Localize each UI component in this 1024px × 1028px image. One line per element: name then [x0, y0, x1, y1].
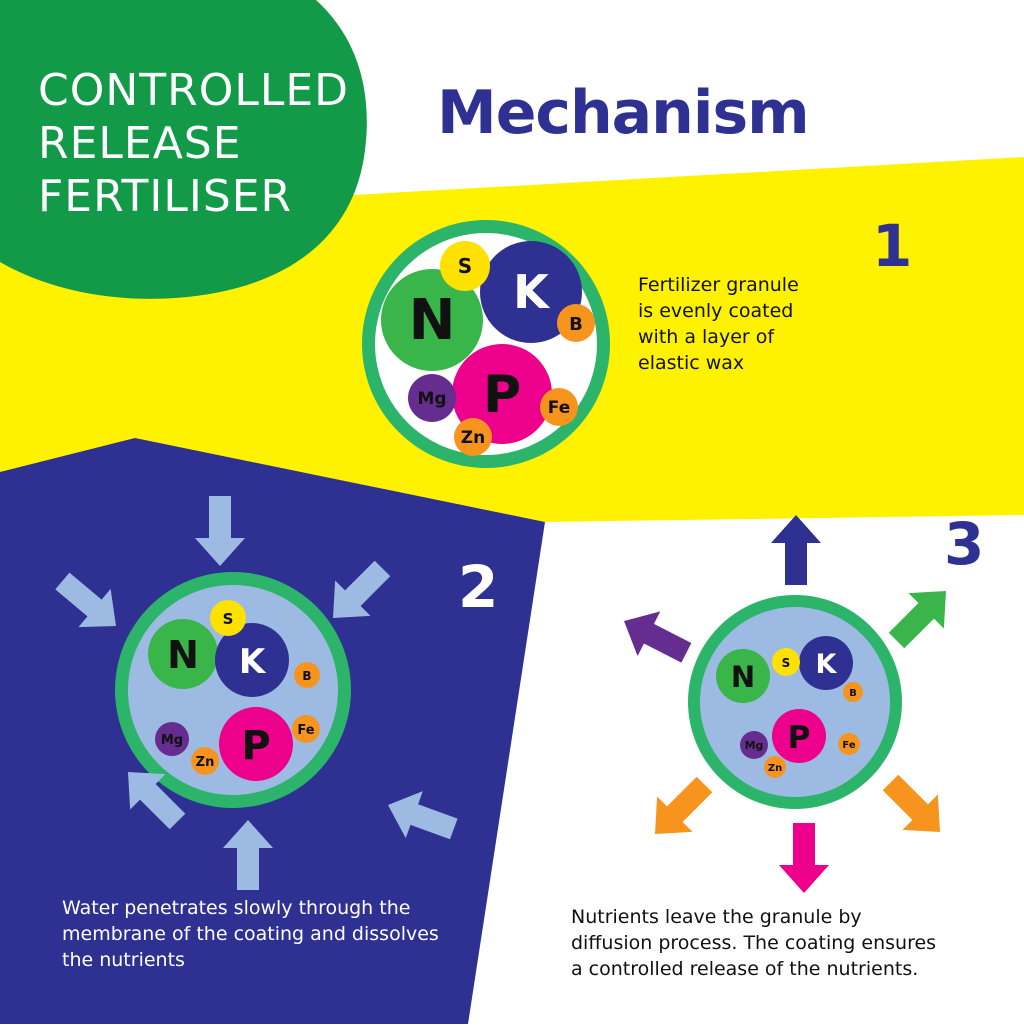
- nutrient-s: [772, 648, 800, 676]
- step-1-line-1: Fertilizer granule: [638, 274, 799, 296]
- nutrient-mg-label: Mg: [161, 733, 183, 748]
- step-1-line-3: with a layer of: [638, 326, 775, 348]
- nutrient-mg-label: Mg: [745, 739, 764, 752]
- nutrient-mg: [155, 722, 189, 756]
- arrow-outward-icon: [771, 515, 821, 585]
- nutrient-mg: [740, 731, 768, 759]
- nutrient-fe-label: Fe: [842, 740, 855, 751]
- arrow-inward-icon: [195, 496, 245, 566]
- nutrient-p: [772, 709, 826, 763]
- arrow-outward-icon: [655, 776, 713, 834]
- step-1-description: Fertilizer granule is evenly coated with…: [638, 272, 799, 376]
- arrow-outward-icon: [882, 774, 940, 832]
- nutrient-k: [799, 636, 853, 690]
- nutrient-p: [219, 707, 293, 781]
- title: CONTROLLED RELEASE FERTILISER: [38, 64, 349, 223]
- title-line-3: FERTILISER: [38, 171, 293, 222]
- nutrient-fe: [292, 715, 320, 743]
- arrow-outward-icon: [779, 823, 829, 893]
- nutrient-n-label: N: [409, 288, 456, 353]
- nutrient-n: [716, 649, 770, 703]
- nutrient-k-label: K: [239, 642, 267, 682]
- step-2-description: Water penetrates slowly through the memb…: [62, 895, 439, 973]
- nutrient-fe: [838, 733, 860, 755]
- step-3-description: Nutrients leave the granule by diffusion…: [571, 904, 936, 982]
- arrow-outward-icon: [624, 611, 692, 663]
- step-1-line-4: elastic wax: [638, 352, 745, 374]
- nutrient-s-label: S: [223, 610, 234, 628]
- nutrient-b: [294, 662, 320, 688]
- arrow-inward-icon-group: [55, 496, 458, 890]
- nutrient-zn: [191, 747, 219, 775]
- arrow-outward-icon: [888, 591, 946, 649]
- nutrient-b: [557, 304, 595, 342]
- step-3-line-2: diffusion process. The coating ensures: [571, 932, 937, 954]
- arrow-outward-icon-group: [624, 515, 946, 893]
- granule-3-core: [700, 607, 890, 797]
- arrow-inward-icon: [333, 560, 391, 618]
- nutrient-p-label: P: [788, 720, 811, 756]
- nutrient-n-label: N: [167, 633, 199, 677]
- step-1-line-2: is evenly coated: [638, 300, 794, 322]
- nutrient-b-label: B: [302, 669, 311, 683]
- nutrient-s: [210, 600, 246, 636]
- nutrient-n: [148, 619, 218, 689]
- step-3-number: 3: [944, 510, 985, 578]
- nutrient-k: [480, 241, 582, 343]
- nutrient-b-label: B: [569, 314, 583, 335]
- step-1-number: 1: [872, 212, 913, 280]
- page-heading: Mechanism: [437, 78, 810, 148]
- nutrient-n: [381, 269, 483, 371]
- granule-1: N K P S B Fe Zn Mg: [362, 220, 610, 468]
- granule-2: N K P S B Fe Zn Mg: [115, 572, 351, 808]
- nutrient-k-label: K: [513, 265, 551, 319]
- nutrient-p-label: P: [483, 365, 521, 425]
- step-2-line-3: the nutrients: [62, 949, 185, 971]
- nutrient-k: [215, 623, 289, 697]
- nutrient-n-label: N: [731, 660, 755, 694]
- title-line-2: RELEASE: [38, 118, 242, 169]
- step-2-number: 2: [458, 553, 499, 621]
- step-3-line-1: Nutrients leave the granule by: [571, 906, 862, 928]
- nutrient-zn-label: Zn: [461, 428, 485, 448]
- arrow-inward-icon: [128, 772, 186, 830]
- step-2-line-1: Water penetrates slowly through the: [62, 897, 411, 919]
- nutrient-mg-label: Mg: [417, 389, 446, 409]
- nutrient-zn-label: Zn: [768, 763, 782, 774]
- granule-3: N K P S B Fe Zn Mg: [688, 595, 902, 809]
- nutrient-p-label: P: [241, 723, 270, 769]
- nutrient-s-label: S: [782, 656, 791, 670]
- nutrient-fe-label: Fe: [548, 398, 570, 418]
- arrow-inward-icon: [223, 820, 273, 890]
- nutrient-mg: [408, 374, 456, 422]
- nutrient-k-label: K: [816, 649, 838, 680]
- nutrient-b-label: B: [849, 688, 857, 699]
- arrow-inward-icon: [55, 572, 116, 628]
- nutrient-b: [843, 682, 863, 702]
- step-2-line-2: membrane of the coating and dissolves: [62, 923, 439, 945]
- nutrient-zn: [764, 756, 786, 778]
- step-3-line-3: a controlled release of the nutrients.: [571, 958, 919, 980]
- title-line-1: CONTROLLED: [38, 65, 350, 116]
- nutrient-s-label: S: [458, 254, 472, 278]
- nutrient-s: [440, 241, 490, 291]
- nutrient-zn-label: Zn: [196, 755, 215, 770]
- nutrient-fe: [540, 388, 578, 426]
- nutrient-zn: [454, 418, 492, 456]
- arrow-inward-icon: [388, 791, 458, 840]
- nutrient-fe-label: Fe: [297, 723, 314, 738]
- green-blob: [0, 0, 367, 299]
